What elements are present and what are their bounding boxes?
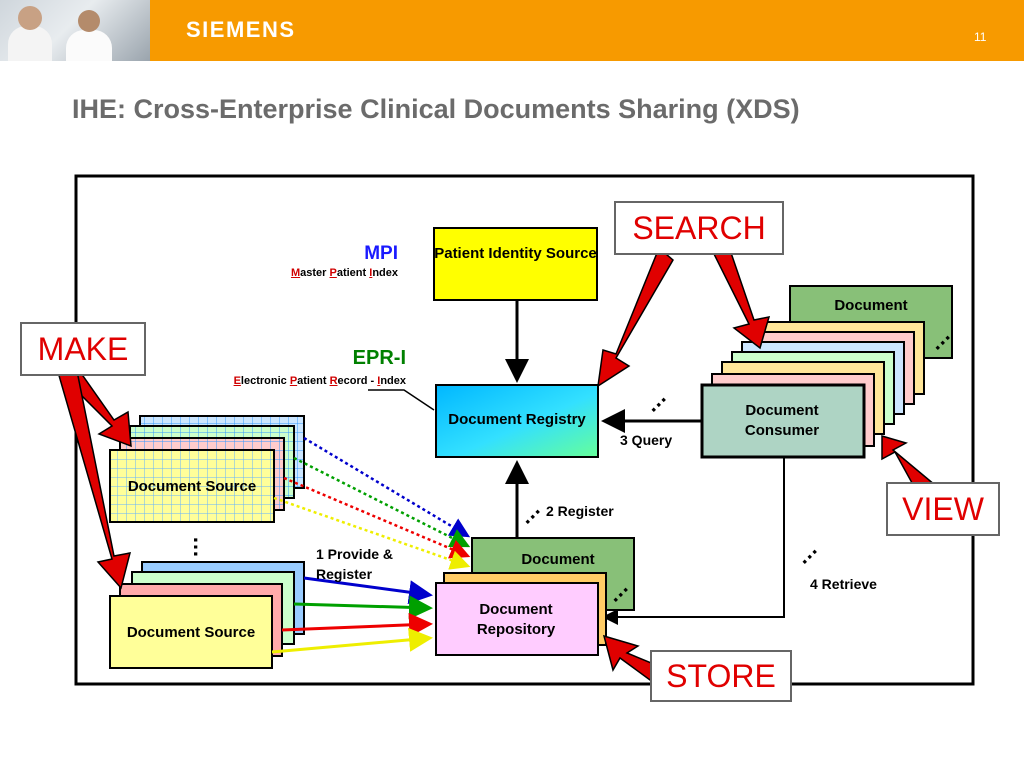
store-callout: STORE bbox=[650, 650, 792, 702]
epr-pointer-line bbox=[368, 389, 435, 411]
document-back-bottom-label: Document bbox=[521, 551, 595, 568]
view-callout: VIEW bbox=[886, 482, 1000, 536]
epr-expansion: Electronic Patient Record - Index bbox=[233, 375, 406, 387]
register-label: 2 Register bbox=[546, 503, 614, 519]
retrieve-label: 4 Retrieve bbox=[810, 576, 877, 592]
mpi-acronym: MPI bbox=[364, 243, 398, 264]
search-callout: SEARCH bbox=[614, 201, 784, 255]
document-source-top-box bbox=[109, 449, 275, 523]
provide-arrow-red bbox=[281, 612, 433, 637]
document-registry-box bbox=[435, 384, 599, 458]
mpi-expansion: Master Patient Index bbox=[290, 267, 398, 279]
dashed-arrow-green bbox=[293, 456, 471, 548]
make-arrow-to-bottom-source bbox=[57, 365, 132, 590]
document-source-bottom-box bbox=[109, 595, 273, 669]
query-label: 3 Query bbox=[620, 432, 673, 448]
document-consumer-box bbox=[700, 383, 866, 459]
provide-register-label: 1 Provide & Register bbox=[316, 546, 394, 582]
document-consumer-label: Document Consumer bbox=[744, 402, 820, 439]
provide-arrow-blue bbox=[303, 576, 433, 605]
document-source-bottom-label: Document Source bbox=[126, 624, 256, 641]
slide-header: SIEMENS 11 bbox=[0, 0, 1024, 61]
document-repository-box bbox=[435, 582, 599, 656]
search-arrow-to-registry bbox=[597, 246, 674, 388]
store-arrow-to-repository bbox=[602, 634, 663, 682]
retrieve-arrow bbox=[602, 457, 785, 625]
ellipsis-sources: … bbox=[189, 536, 214, 558]
person-head bbox=[78, 10, 100, 32]
document-back-right-label: Document bbox=[834, 297, 908, 314]
person-head bbox=[18, 6, 42, 30]
provide-arrow-yellow bbox=[271, 627, 433, 654]
page-number: 11 bbox=[974, 30, 987, 44]
document-registry-label: Document Registry bbox=[448, 411, 586, 428]
document-source-top-label: Document Source bbox=[127, 478, 257, 495]
patient-identity-source-box bbox=[433, 227, 598, 301]
header-photo bbox=[0, 0, 150, 61]
epr-acronym: EPR-I bbox=[352, 347, 406, 369]
person-figure bbox=[66, 30, 112, 61]
provide-arrow-green bbox=[293, 595, 433, 620]
search-arrow-to-consumer bbox=[710, 243, 771, 350]
patient-identity-source-label: Patient Identity Source bbox=[434, 245, 597, 262]
document-repository-label: Document Repository bbox=[476, 601, 556, 638]
dashed-arrow-blue bbox=[303, 436, 471, 538]
siemens-logo: SIEMENS bbox=[186, 17, 296, 42]
dashed-arrow-yellow bbox=[273, 496, 471, 570]
slide-title: IHE: Cross-Enterprise Clinical Documents… bbox=[72, 94, 800, 124]
make-callout: MAKE bbox=[20, 322, 146, 376]
person-figure bbox=[8, 26, 52, 61]
